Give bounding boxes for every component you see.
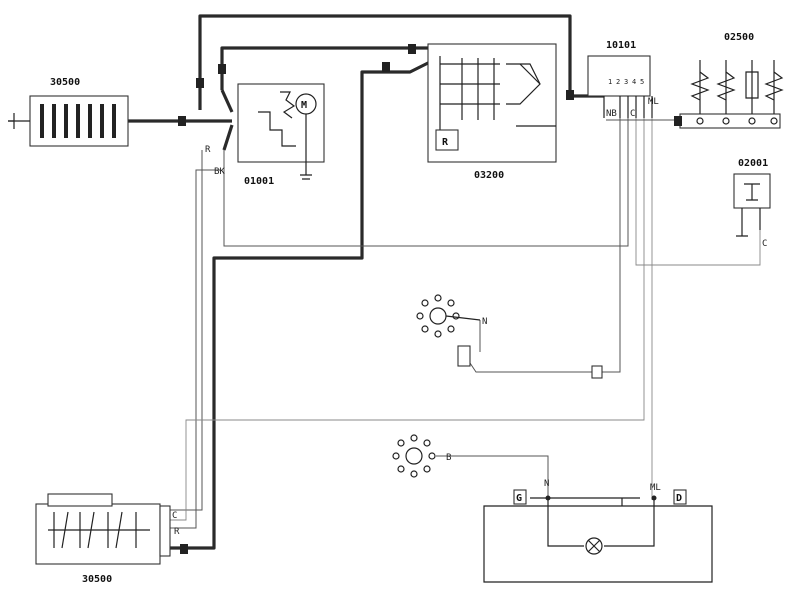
cluster-terminal-right: D — [676, 493, 682, 504]
wire-label-nero: N — [482, 317, 487, 327]
wire-label-nb: NB — [606, 109, 617, 119]
battery-code: 30500 — [50, 77, 80, 88]
battery: 30500 — [8, 77, 129, 147]
fuse-panel: 02500 — [679, 32, 784, 129]
cluster-terminal-left: G — [516, 493, 522, 504]
pressure-switch: 02001 — [733, 158, 771, 237]
switch-code: 02001 — [738, 158, 768, 169]
main-power-wires — [128, 14, 604, 550]
junction-box: 30500 — [35, 493, 171, 585]
fuse-box-code: 10101 — [606, 40, 636, 51]
wire-label-group: N R BK C R C ML ML C B N N NB — [172, 97, 767, 537]
alternator: R 03200 — [427, 43, 557, 181]
wire-label-bianco: B — [446, 453, 451, 463]
wire-label-gray: BK — [214, 167, 225, 177]
fuse-terminal-4: 4 — [632, 78, 636, 86]
motor-symbol: M — [301, 100, 307, 111]
wire-label-c-right: C — [762, 239, 767, 249]
wire-label-ml-top: ML — [648, 97, 659, 107]
wire-label-c: C — [172, 511, 177, 521]
wire-label-c-top: C — [630, 109, 635, 119]
dashboard-cluster: G D — [483, 489, 713, 583]
starter-code: 01001 — [244, 176, 274, 187]
fuse-box-top: 10101 1 2 3 4 5 — [587, 40, 653, 118]
junction-box-code: 30500 — [82, 574, 112, 585]
wire-label-nero-cluster: N — [544, 479, 549, 489]
wire-label-red-bottom: R — [174, 527, 180, 537]
wire-label-main: N — [181, 117, 186, 127]
signal-wires — [170, 118, 761, 529]
connector-markers — [178, 44, 682, 554]
warning-lamp-upper — [416, 294, 481, 367]
fuse-terminal-2: 2 — [616, 78, 620, 86]
warning-lamp-lower — [392, 434, 436, 478]
fuse-terminal-5: 5 — [640, 78, 644, 86]
fuse-terminal-3: 3 — [624, 78, 628, 86]
inline-connector — [591, 365, 603, 379]
fuse-panel-code: 02500 — [724, 32, 754, 43]
alternator-code: 03200 — [474, 170, 504, 181]
fuse-terminal-1: 1 — [608, 78, 612, 86]
wire-label-red: R — [205, 145, 211, 155]
starter-motor: M 01001 — [237, 83, 325, 187]
regulator-symbol: R — [442, 137, 449, 148]
wire-label-ml-cluster: ML — [650, 483, 661, 493]
